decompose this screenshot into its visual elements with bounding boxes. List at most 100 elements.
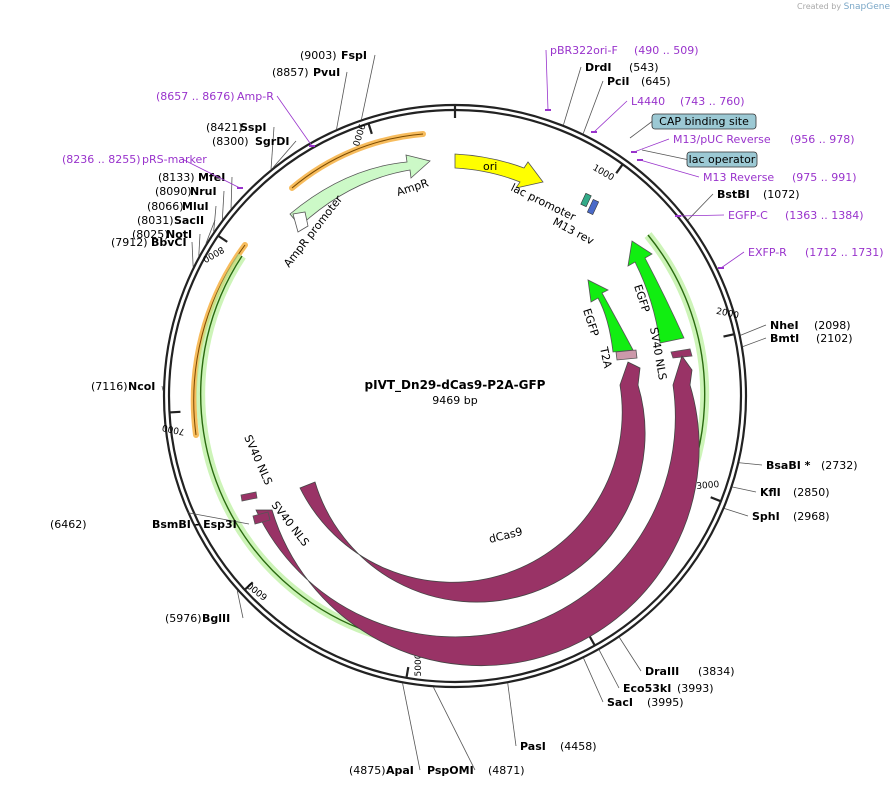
site-position: (8857) [272,66,309,79]
primer-range: (975 .. 991) [792,171,857,184]
tick-mark [243,581,254,591]
primer-name: M13/pUC Reverse [673,133,771,146]
ampr-feature [289,154,431,227]
site-name: BstBI [717,188,750,201]
site-name: PciI [607,75,629,88]
site-position: (4871) [488,764,525,777]
site-position: (7116) [91,380,128,393]
plasmid-length: 9469 bp [432,394,477,407]
primer-range: (1363 .. 1384) [785,209,864,222]
tick-mark [169,410,181,414]
site-name: SspI [240,121,266,134]
site-leader-line [230,176,233,209]
site-name: BsmBI - Esp3I [152,518,237,531]
site-leader-line [732,486,757,493]
tick-label: 5000 [414,653,424,676]
t2a-feature [615,349,638,361]
site-name: DrdI [585,61,612,74]
primer-labels: pBR322ori-F(490 .. 509)L4440(743 .. 760)… [62,44,884,269]
site-position: (8133) [158,171,195,184]
primer-range: (490 .. 509) [634,44,699,57]
site-position: (5976) [165,612,202,625]
site-labels: FspI(9003)PvuI(8857)SspI(8421)SgrDI(8300… [50,49,858,777]
site-leader-line [213,205,217,232]
primer-range: (8657 .. 8676) [156,90,235,103]
credit-prefix: Created by [797,2,842,11]
site-leader-line [402,683,421,771]
primer-leader-line [720,251,745,269]
site-name: SphI [752,510,780,523]
tick-mark [588,635,596,647]
site-name: NheI [770,319,799,332]
tick-label: 1000 [591,163,616,183]
boxed-feature-box [651,113,757,130]
primer-name: L4440 [631,95,665,108]
egfp-outer-feature [627,240,685,344]
site-position: (8090) [155,185,192,198]
site-position: (9003) [300,49,337,62]
sv40-nls-left-mark [240,491,258,502]
tick-mark [405,666,410,679]
primer-leader-line [677,214,725,217]
primer-name: M13 Reverse [703,171,774,184]
site-leader-line [270,126,275,170]
site-name: Eco53kI [623,682,671,695]
site-name: NcoI [128,380,155,393]
tick-mark [710,496,722,503]
sv40-nls-right-mark [670,348,693,359]
site-leader-line [236,590,244,619]
site-name: FspI [341,49,367,62]
dcas9-feature [299,361,646,603]
m13-rev-feature [586,198,600,216]
tick-label: 9000 [350,122,367,147]
lac-promoter-label: lac promoter [509,181,578,224]
primer-range: (1712 .. 1731) [805,246,884,259]
sv40-nls-cas9-mark [252,511,271,525]
site-name: SgrDI [255,135,289,148]
boxed-feature-box [686,151,758,168]
tick-label: 7000 [161,422,186,437]
site-leader-line [191,241,194,267]
primer-range: (956 .. 978) [790,133,855,146]
site-leader-line [724,508,749,517]
site-leader-line [563,66,582,126]
primer-leader-line [276,95,313,147]
snapgene-credit: Created by SnapGene [797,2,890,12]
egfp-inner-feature [587,279,634,353]
lac-promoter-feature [580,192,592,208]
site-position: (6462) [50,518,87,531]
tick-mark [723,333,735,338]
site-position: (8066) [147,200,184,213]
boxed-feature-line [629,121,653,139]
boxed-feature-line [641,149,688,160]
site-position: (2968) [793,510,830,523]
site-name: NotI [166,228,192,241]
snapgene-brand: SnapGene [843,2,890,12]
site-name: SacI [607,696,633,709]
site-position: (543) [629,61,659,74]
site-leader-line [740,324,767,336]
site-name: PasI [520,740,546,753]
site-leader-line [198,233,201,256]
site-leader-line [619,637,642,672]
site-position: (3993) [677,682,714,695]
site-leader-line [739,462,763,466]
site-name: BglII [202,612,230,625]
site-position: (3834) [698,665,735,678]
site-position: (645) [641,75,671,88]
site-name: BbvCI [151,236,187,249]
site-leader-line [582,80,604,134]
site-leader-line [161,385,164,391]
primer-name: EXFP-R [748,246,787,259]
site-name: BmtI [770,332,799,345]
cas9-label: Cas9 [515,595,545,615]
tick-label: 2000 [715,307,740,322]
ampr-promoter-feature [292,211,309,233]
site-name: NruI [190,185,217,198]
site-name: KflI [760,486,781,499]
site-leader-line [361,54,376,120]
site-leader-line [187,512,250,525]
primer-name: pRS-marker [142,153,207,166]
primer-leader-line [181,158,241,189]
